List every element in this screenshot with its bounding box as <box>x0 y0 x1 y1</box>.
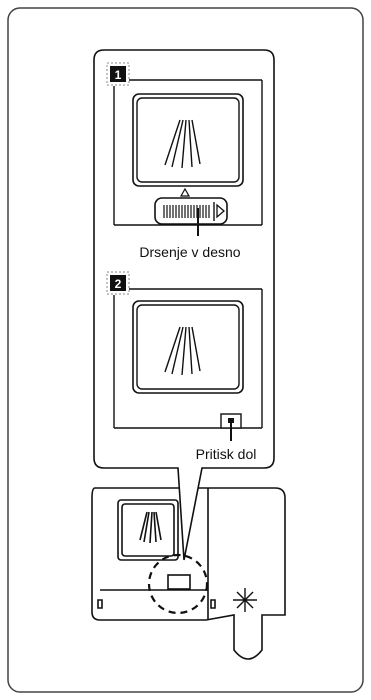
sparkle-icon <box>233 588 257 612</box>
slide-arrow-icon <box>216 203 225 219</box>
dispenser-housing <box>91 487 286 660</box>
step-1-number: 1 <box>115 68 122 82</box>
step-1-badge <box>110 66 126 82</box>
spray-lines-icon <box>164 119 201 169</box>
step-2-caption: Pritisk dol <box>196 446 257 462</box>
step-1-panel: 1 <box>106 62 263 260</box>
step-2-number: 2 <box>115 277 122 291</box>
release-button-small <box>167 574 191 590</box>
step-1-caption: Drsenje v desno <box>139 244 240 260</box>
slide-latch <box>154 197 228 225</box>
step-2-panel: 2 Pritisk dol <box>106 271 263 462</box>
highlight-circle <box>147 553 209 615</box>
step-2-badge <box>110 275 126 291</box>
triangle-marker-icon <box>179 187 191 197</box>
spray-lines-icon <box>164 326 201 376</box>
